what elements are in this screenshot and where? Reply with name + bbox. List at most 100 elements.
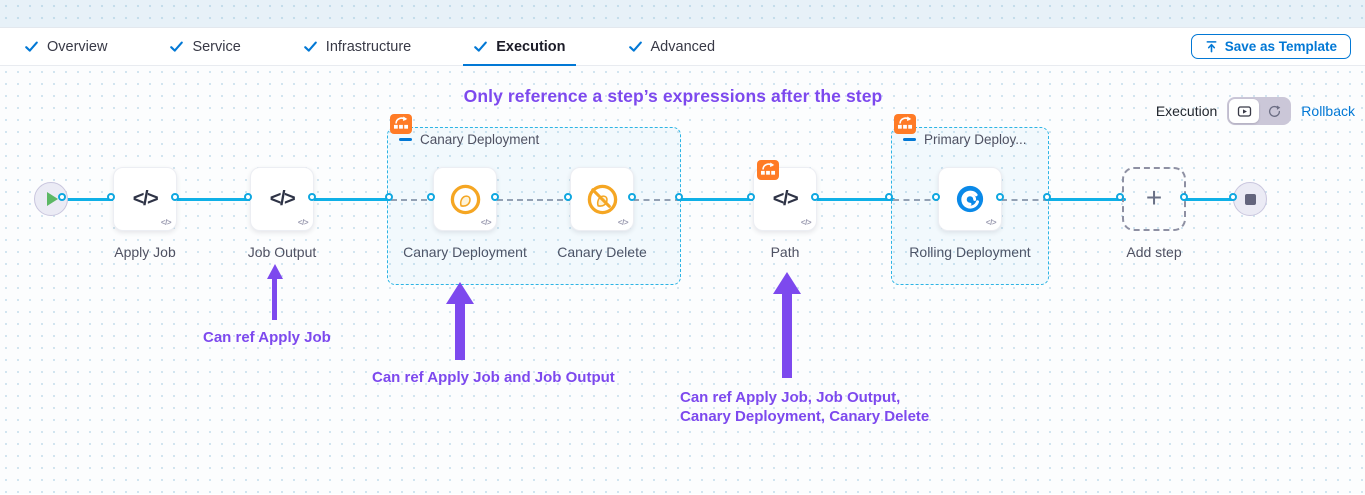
save-as-template-button[interactable]: Save as Template (1190, 34, 1351, 59)
flow-edge (679, 198, 759, 201)
annotation-arrow-up-icon (267, 264, 283, 279)
code-mini-icon: </> (800, 218, 812, 227)
tab-execution[interactable]: Execution (463, 28, 576, 66)
tabbar-actions: Save as Template (1190, 28, 1365, 65)
step-canary-delete[interactable]: </> (570, 167, 634, 231)
check-icon (303, 39, 318, 54)
node-port[interactable] (385, 193, 393, 201)
step-job-output[interactable]: </> </> (250, 167, 314, 231)
node-port[interactable] (427, 193, 435, 201)
node-port[interactable] (1116, 193, 1124, 201)
rollback-mode-button[interactable] (1259, 99, 1289, 123)
annotation-can-ref-2: Can ref Apply Job and Job Output (372, 369, 615, 386)
node-port[interactable] (747, 193, 755, 201)
stop-icon (1244, 193, 1256, 205)
step-apply-job[interactable]: </> </> (113, 167, 177, 231)
step-canary-deployment[interactable]: </> (433, 167, 497, 231)
canary-delete-icon (586, 183, 619, 216)
node-port[interactable] (1043, 193, 1051, 201)
node-port[interactable] (1180, 193, 1188, 201)
annotation-arrow-shaft (782, 292, 792, 378)
stage-group-title: Canary Deployment (420, 132, 540, 147)
step-label-path: Path (770, 244, 800, 260)
node-port[interactable] (58, 193, 66, 201)
tab-service[interactable]: Service (159, 28, 250, 65)
node-port[interactable] (996, 193, 1004, 201)
code-mini-icon: </> (480, 218, 492, 227)
annotation-arrow-up-icon (773, 272, 801, 294)
tab-label: Service (192, 38, 241, 55)
node-port[interactable] (1229, 193, 1237, 201)
node-port[interactable] (811, 193, 819, 201)
flow-edge (175, 198, 255, 201)
flow-edge-dashed (633, 199, 681, 201)
code-mini-icon: </> (617, 218, 629, 227)
check-icon (169, 39, 184, 54)
tab-label: Overview (47, 38, 108, 55)
canary-deploy-icon (449, 183, 482, 216)
tab-label: Execution (496, 38, 566, 55)
play-icon (47, 192, 58, 206)
pipeline-canvas[interactable]: Only reference a step’s expressions afte… (0, 66, 1365, 494)
node-port[interactable] (628, 193, 636, 201)
execution-mode-button[interactable] (1229, 99, 1260, 123)
node-port[interactable] (885, 193, 893, 201)
canvas-top-strip (0, 0, 1365, 28)
step-label-apply-job: Apply Job (114, 244, 176, 260)
node-port[interactable] (491, 193, 499, 201)
rollback-link[interactable]: Rollback (1301, 103, 1355, 119)
save-as-template-label: Save as Template (1224, 39, 1337, 54)
execution-mode-row: Execution Rollback (1156, 97, 1355, 125)
flow-edge (313, 198, 391, 201)
step-label-canary-deployment: Canary Deployment (403, 244, 527, 260)
execution-rollback-toggle[interactable] (1227, 97, 1292, 125)
flow-edge-dashed (893, 199, 941, 201)
flow-edge (63, 198, 119, 201)
canvas-annotation-title: Only reference a step’s expressions afte… (463, 86, 883, 106)
node-port[interactable] (675, 193, 683, 201)
tab-overview[interactable]: Overview (14, 28, 117, 65)
annotation-arrow-up-icon (446, 282, 474, 304)
collapse-icon[interactable] (399, 138, 412, 141)
step-rolling-deployment[interactable]: </> (938, 167, 1002, 231)
stage-group-title: Primary Deploy... (924, 132, 1027, 147)
annotation-can-ref-1: Can ref Apply Job (203, 329, 331, 346)
node-port[interactable] (308, 193, 316, 201)
flow-edge (1184, 198, 1236, 201)
node-port[interactable] (107, 193, 115, 201)
tab-infrastructure[interactable]: Infrastructure (293, 28, 421, 65)
stage-group-primary-header[interactable]: Primary Deploy... (903, 132, 1027, 147)
flow-edge (1047, 198, 1126, 201)
flow-edge-dashed (497, 199, 573, 201)
check-icon (473, 39, 488, 54)
tab-advanced[interactable]: Advanced (618, 28, 726, 65)
code-mini-icon: </> (297, 218, 309, 227)
execution-flow-icon (1237, 104, 1252, 119)
flow-edge (816, 198, 895, 201)
rolling-strategy-badge-icon (390, 114, 412, 134)
check-icon (628, 39, 643, 54)
tab-label: Infrastructure (325, 38, 412, 55)
collapse-icon[interactable] (903, 138, 916, 141)
pipeline-stage-tabbar: Overview Service Infrastructure Executio… (0, 28, 1365, 66)
pipeline-end-node[interactable] (1233, 182, 1267, 216)
annotation-can-ref-3: Can ref Apply Job, Job Output, Canary De… (680, 388, 929, 426)
step-label-job-output: Job Output (247, 244, 317, 260)
pipeline-start-node[interactable] (34, 182, 68, 216)
node-port[interactable] (932, 193, 940, 201)
code-mini-icon: </> (160, 218, 172, 227)
node-port[interactable] (244, 193, 252, 201)
node-port[interactable] (171, 193, 179, 201)
add-step-button[interactable]: + (1122, 167, 1186, 231)
node-port[interactable] (564, 193, 572, 201)
flow-edge-dashed (1001, 199, 1049, 201)
rollback-flow-icon (1267, 104, 1282, 119)
execution-mode-label: Execution (1155, 103, 1218, 119)
stage-group-canary[interactable] (387, 127, 681, 285)
step-label-add-step: Add step (1126, 244, 1182, 260)
step-label-rolling-deployment: Rolling Deployment (909, 244, 1031, 260)
stage-group-canary-header[interactable]: Canary Deployment (399, 132, 539, 147)
rolling-strategy-badge-icon (894, 114, 916, 134)
code-mini-icon: </> (985, 218, 997, 227)
step-label-canary-delete: Canary Delete (557, 244, 647, 260)
